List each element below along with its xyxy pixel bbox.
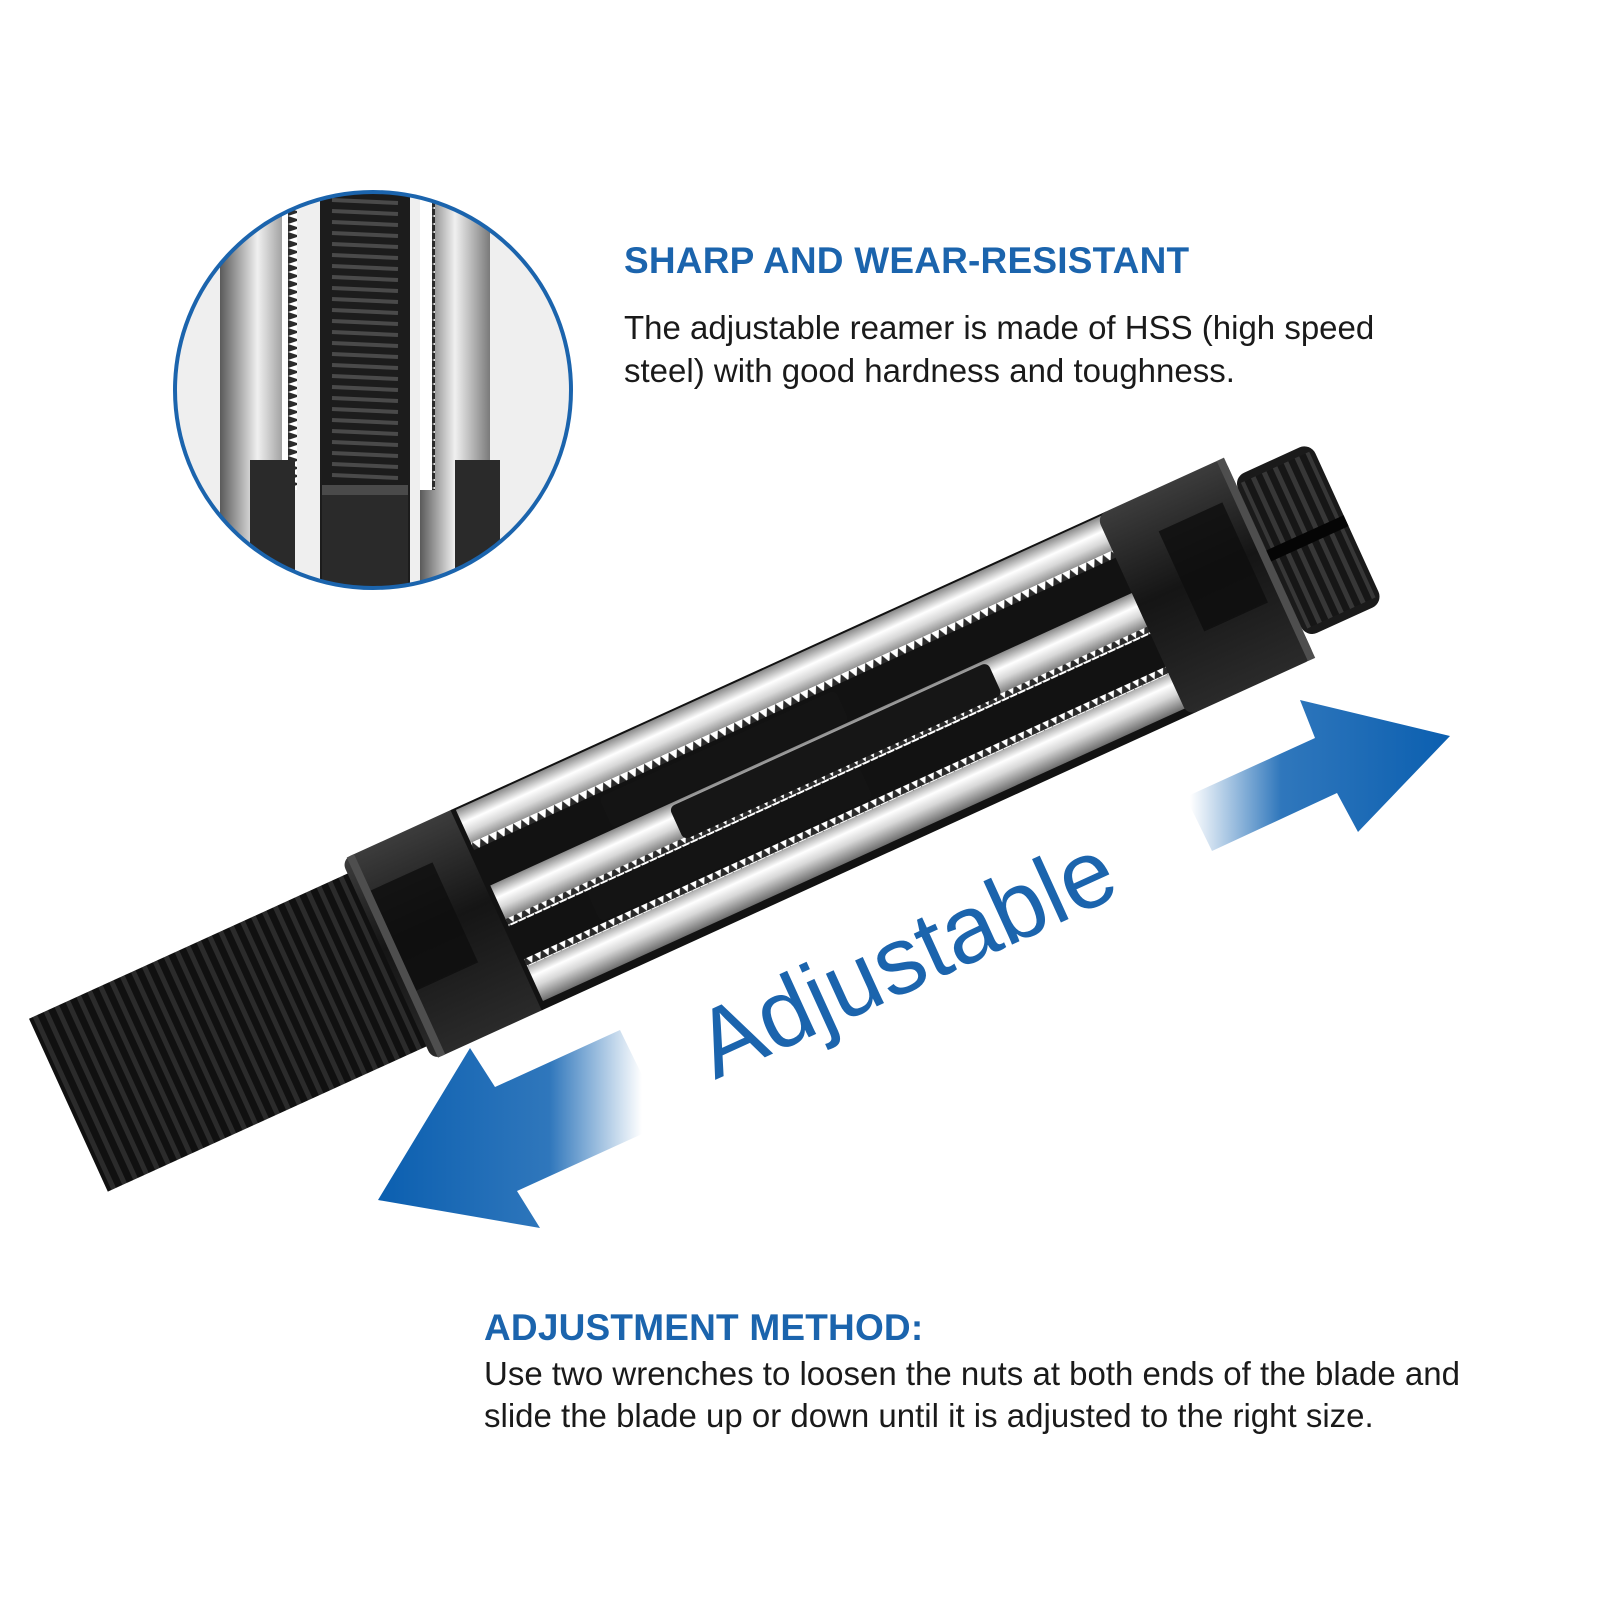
blade-tooth	[331, 330, 399, 337]
sharp-heading: SHARP AND WEAR-RESISTANT	[624, 240, 1190, 281]
arrow-left-icon	[378, 1030, 642, 1228]
blade-tooth	[331, 264, 399, 271]
threaded-shank	[29, 861, 454, 1192]
blade-tooth	[331, 363, 399, 370]
reamer-tool	[29, 446, 1380, 1192]
adjustable-blades	[450, 511, 1197, 1011]
blade-tooth	[331, 407, 399, 414]
blade-tooth	[331, 341, 399, 348]
blade-tooth	[331, 352, 399, 359]
sharp-description: The adjustable reamer is made of HSS (hi…	[624, 309, 1375, 389]
blade-tooth	[331, 253, 399, 260]
left-nut	[344, 809, 548, 1058]
right-nut	[1099, 457, 1316, 713]
arrow-right-icon	[1190, 700, 1450, 851]
blade-tooth	[331, 308, 399, 315]
blade-tooth	[331, 451, 399, 458]
blade-tooth	[331, 198, 399, 205]
end-cap	[1236, 446, 1380, 634]
method-heading: ADJUSTMENT METHOD:	[484, 1307, 924, 1348]
blade-closeup	[173, 190, 573, 590]
blade-tooth	[331, 209, 399, 216]
blade-tooth	[331, 396, 399, 403]
blade-tooth	[331, 429, 399, 436]
blade-tooth	[331, 231, 399, 238]
blade-tooth	[331, 374, 399, 381]
blade-tooth	[331, 462, 399, 469]
blade-tooth	[331, 385, 399, 392]
blade-tooth	[331, 418, 399, 425]
blade-tooth	[331, 473, 399, 480]
blade-tooth	[331, 440, 399, 447]
blade-tooth	[331, 275, 399, 282]
blade-tooth	[331, 242, 399, 249]
blade-tooth	[331, 319, 399, 326]
blade-tooth	[331, 297, 399, 304]
method-description: Use two wrenches to loosen the nuts at b…	[484, 1355, 1460, 1434]
blade-tooth	[331, 220, 399, 227]
blade-tooth	[331, 286, 399, 293]
